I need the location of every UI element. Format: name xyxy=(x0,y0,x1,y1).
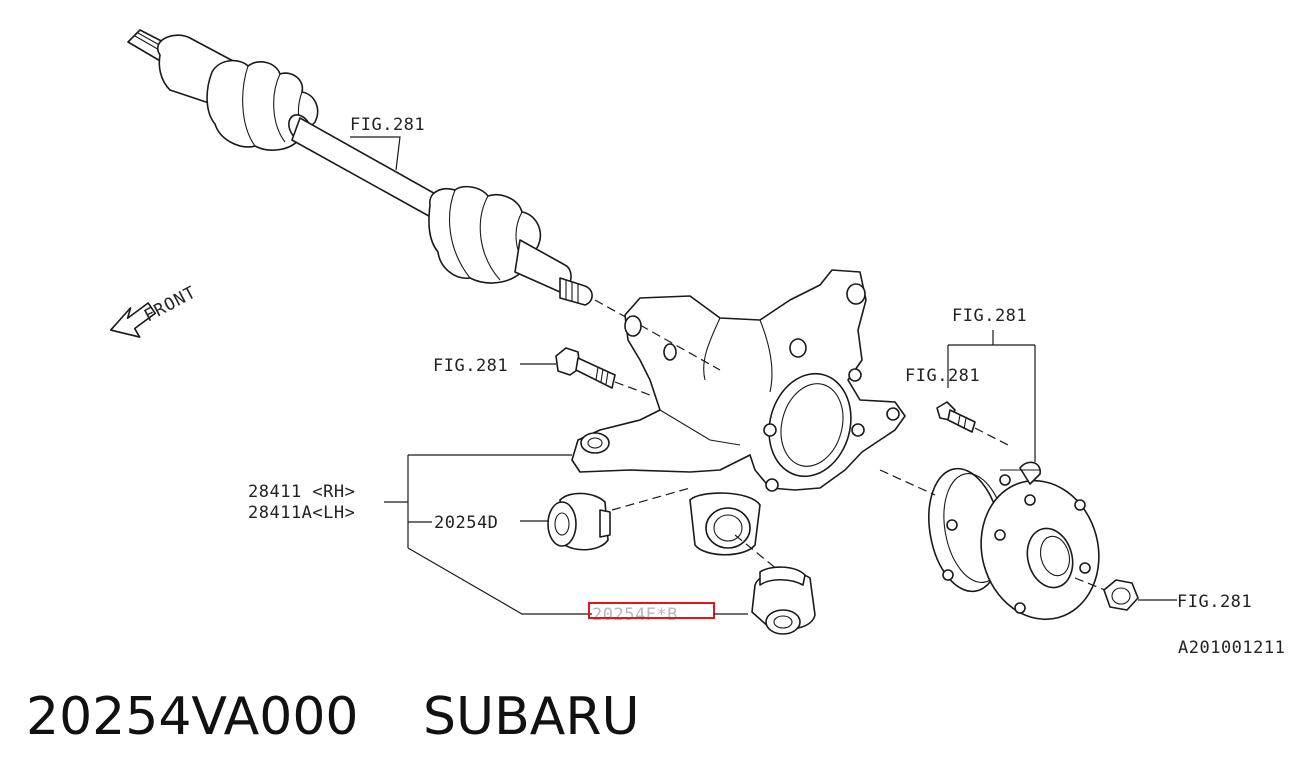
bolt-axis-line xyxy=(614,381,651,396)
bushing-f-label[interactable]: 20254F*B xyxy=(592,605,678,625)
steering-knuckle[interactable] xyxy=(571,269,906,556)
fig-hub-bolt-label[interactable]: FIG.281 xyxy=(905,366,980,386)
fig-shaft-label[interactable]: FIG.281 xyxy=(350,115,425,135)
knuckle-bolt[interactable] xyxy=(555,347,616,389)
front-label: FRONT xyxy=(141,282,200,326)
knuckle-lh-label[interactable]: 28411A<LH> xyxy=(248,503,355,523)
drive-shaft[interactable] xyxy=(127,29,593,306)
fig-nut-label[interactable]: FIG.281 xyxy=(1177,592,1252,612)
hub-nut[interactable] xyxy=(1103,579,1139,611)
knuckle-rh-label[interactable]: 28411 <RH> xyxy=(248,482,355,502)
knuckle-leader xyxy=(384,454,592,615)
part-number: 20254VA000 xyxy=(26,687,359,747)
bushing-f-axis-line xyxy=(734,534,779,571)
diagram-code: A201001211 xyxy=(1178,638,1285,658)
bushing-d-axis-line xyxy=(611,487,691,511)
caption: 20254VA000 SUBARU xyxy=(26,682,640,752)
hub-bolt[interactable] xyxy=(936,401,976,433)
bushing-20254f[interactable] xyxy=(751,566,816,635)
fig-hub-group-bracket xyxy=(947,330,1036,462)
knuckle-axis-line xyxy=(639,324,721,371)
fig-bolt-label[interactable]: FIG.281 xyxy=(433,356,508,376)
bushing-20254d[interactable] xyxy=(547,492,611,551)
bushing-f-highlight xyxy=(588,602,715,619)
fig-shaft-leader xyxy=(350,136,401,171)
front-arrow: FRONT xyxy=(109,282,200,338)
fig-hub-group-label[interactable]: FIG.281 xyxy=(952,306,1027,326)
brand-name: SUBARU xyxy=(423,687,640,747)
bushing-d-label[interactable]: 20254D xyxy=(434,513,498,533)
hub-bearing-assembly[interactable] xyxy=(920,461,1114,632)
hub-bolt-axis-line xyxy=(974,427,1009,446)
hub-axis-line xyxy=(879,469,936,496)
